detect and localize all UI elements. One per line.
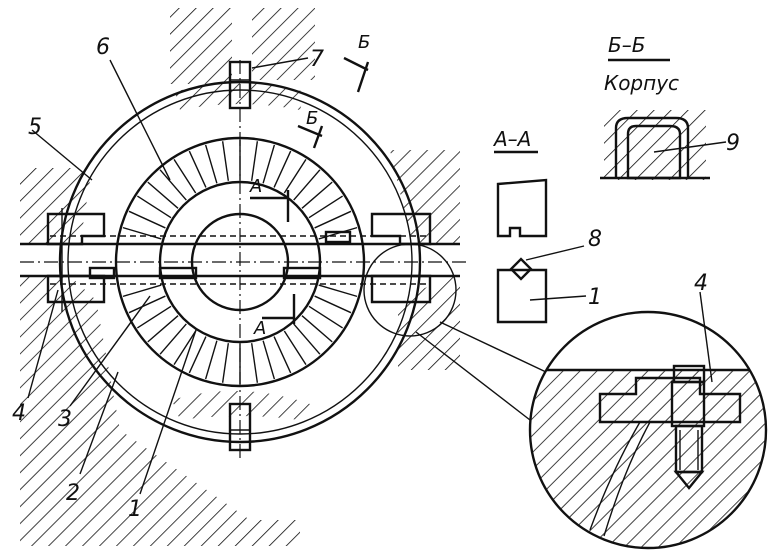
segment-divider	[283, 330, 307, 366]
label-6: 6	[96, 35, 110, 60]
segment-divider	[188, 336, 207, 374]
segment-divider	[314, 210, 352, 229]
segment-divider	[250, 141, 259, 181]
segment-divider	[173, 330, 197, 366]
section-marker-b-mid: Б	[306, 108, 318, 129]
segment-divider	[136, 305, 172, 329]
segment-divider	[221, 141, 230, 181]
segment-divider	[204, 340, 218, 380]
segment-divider	[262, 144, 276, 184]
segment-divider	[293, 169, 321, 201]
label-1: 1	[128, 497, 142, 522]
segment-divider	[122, 284, 162, 298]
label-8: 8	[588, 227, 602, 252]
leader-lines	[27, 56, 547, 495]
label-4-detail: 4	[694, 271, 708, 296]
segment-divider	[318, 284, 358, 298]
segment-divider	[301, 181, 333, 209]
segment-divider	[318, 226, 358, 240]
section-aa-title: А–А	[492, 127, 531, 151]
segment-divider	[301, 315, 333, 343]
segment-divider	[308, 195, 344, 219]
segment-divider	[159, 323, 187, 355]
detail-callout-circle	[363, 243, 457, 337]
section-bb-subtitle: Корпус	[604, 71, 679, 95]
radial-segments	[122, 140, 358, 384]
segment-divider	[173, 158, 197, 194]
segment-divider	[273, 336, 292, 374]
label-7: 7	[310, 47, 324, 72]
section-bb-title: Б–Б	[608, 33, 645, 57]
section-marker-a-top: A	[249, 176, 262, 197]
label-3: 3	[58, 407, 72, 432]
outer-ring	[58, 80, 422, 444]
segment-divider	[250, 343, 259, 383]
segment-divider	[221, 343, 230, 383]
label-2: 2	[66, 481, 80, 506]
segment-divider	[128, 210, 166, 229]
detail-view	[528, 291, 768, 550]
segment-divider	[147, 315, 179, 343]
labels: 6 7 5 4 3 2 1 A A Б Б 8 1 9 4 Б–Б Корпус…	[12, 32, 740, 522]
label-1-section: 1	[588, 285, 602, 310]
segment-divider	[128, 295, 166, 314]
label-4: 4	[12, 401, 26, 426]
segment-divider	[136, 195, 172, 219]
segment-divider	[188, 150, 207, 188]
section-marker-b-top: Б	[358, 32, 370, 53]
section-bb	[600, 58, 727, 180]
section-aa	[494, 150, 587, 324]
section-marker-a-bottom: A	[253, 318, 266, 339]
segment-divider	[262, 340, 276, 380]
label-5: 5	[28, 115, 42, 140]
label-9: 9	[726, 131, 740, 156]
segment-divider	[159, 169, 187, 201]
fasteners	[46, 60, 432, 452]
segment-divider	[293, 323, 321, 355]
segment-divider	[273, 150, 292, 188]
segment-divider	[314, 295, 352, 314]
segment-divider	[283, 158, 307, 194]
segment-divider	[122, 226, 162, 240]
segment-divider	[147, 181, 179, 209]
segment-divider	[204, 144, 218, 184]
segment-divider	[308, 305, 344, 329]
